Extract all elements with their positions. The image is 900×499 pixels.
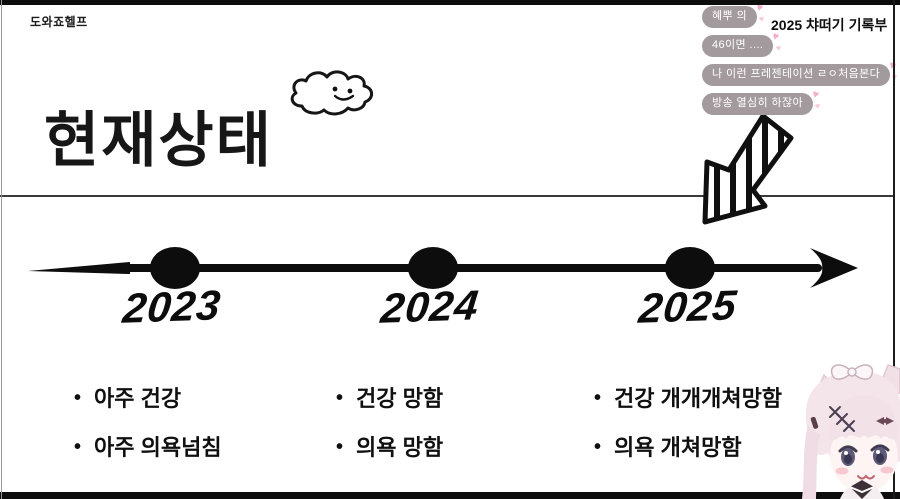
list-item-text: 건강 개개개쳐망함 [614, 386, 783, 411]
bottom-frame-bar [0, 492, 900, 499]
list-item: • 아주 의욕넘침 [74, 430, 222, 462]
list-item-text: 아주 건강 [94, 386, 182, 411]
bullet-icon: • [336, 436, 344, 458]
vtuber-avatar [802, 364, 900, 499]
chat-message-text: 방송 열심히 하잖아 [712, 97, 804, 109]
chat-message: 혜뿌 의 ♥ ♥ [702, 1, 766, 28]
striped-arrow-icon [702, 113, 794, 225]
bullet-icon: • [74, 387, 82, 409]
timeline-items-2025: • 건강 개개개쳐망함 • 의욕 개쳐망함 [594, 381, 782, 462]
right-frame-edge [893, 0, 895, 499]
watermark-text: 도와죠헬프 [30, 15, 88, 29]
list-item-text: 의욕 망함 [356, 435, 444, 460]
section-divider-line [0, 195, 895, 197]
bullet-icon: • [74, 436, 82, 458]
heart-icon: ♥ [814, 100, 822, 112]
chat-message-text: 나 이런 프레젠테이션 ㄹㅇ처음본다 [712, 68, 881, 80]
bullet-icon: • [336, 387, 344, 409]
page-title: 현재상태 [44, 107, 273, 174]
heart-icon: ♥ [774, 42, 783, 54]
cloud-smiley-icon [290, 70, 374, 116]
list-item: • 건강 개개개쳐망함 [594, 381, 782, 413]
chat-message-text: 46이면 .... [712, 39, 764, 51]
list-item: • 의욕 개쳐망함 [594, 430, 782, 462]
heart-icon: ♥ [758, 13, 766, 25]
list-item-text: 의욕 개쳐망함 [614, 435, 742, 460]
list-item-text: 아주 의욕넘침 [94, 435, 222, 460]
chat-message-text: 혜뿌 의 [712, 10, 748, 22]
list-item-text: 건강 망함 [356, 386, 444, 411]
timeline-items-2023: • 아주 건강 • 아주 의욕넘침 [74, 381, 222, 462]
left-frame-edge [1, 0, 2, 499]
list-item: • 아주 건강 [74, 381, 222, 413]
chat-overlay: 혜뿌 의 ♥ ♥ 46이면 .... ♥ ♥ 나 이런 프레젠테이션 ㄹㅇ처음본… [702, 1, 899, 115]
timeline-items-2024: • 건강 망함 • 의욕 망함 [336, 381, 443, 462]
chat-message: 방송 열심히 하잖아 ♥ ♥ [702, 88, 822, 115]
list-item: • 의욕 망함 [336, 430, 443, 462]
list-item: • 건강 망함 [336, 381, 443, 413]
bullet-icon: • [594, 436, 602, 458]
chat-message: 46이면 .... ♥ ♥ [702, 30, 782, 57]
timeline-axis [28, 247, 858, 289]
top-frame-bar [0, 0, 900, 5]
record-title: 2025 챠떠기 기록부 [771, 17, 888, 33]
bullet-icon: • [594, 387, 602, 409]
chat-message: 나 이런 프레젠테이션 ㄹㅇ처음본다 ♥ ♥ [702, 59, 899, 86]
